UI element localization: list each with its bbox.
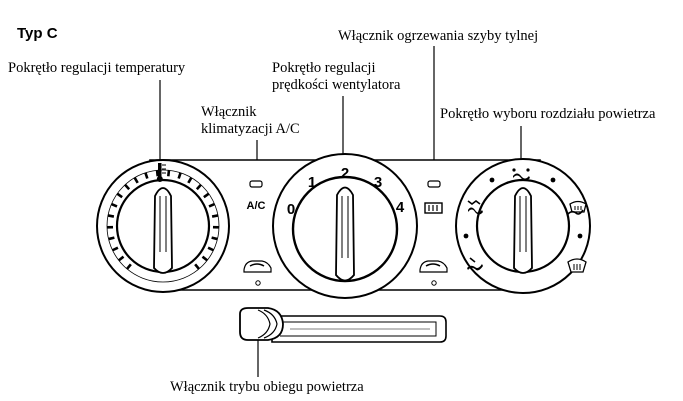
temperature-tick (144, 172, 149, 179)
mode-knob-grip (513, 187, 533, 274)
label-mode-knob: Pokrętło wyboru rozdziału powietrza (440, 106, 656, 122)
thermometer-icon (156, 163, 166, 182)
temperature-tick (108, 236, 115, 241)
label-rear-defrost: Włącznik ogrzewania szyby tylnej (338, 28, 539, 44)
temperature-tick (117, 255, 125, 262)
floor-icon (467, 257, 483, 271)
temperature-tick (211, 236, 218, 241)
temperature-knob[interactable] (96, 159, 230, 293)
recirculation-slider[interactable] (239, 307, 447, 343)
temperature-tick (195, 183, 202, 191)
temperature-tick (207, 246, 215, 252)
page-title: Typ C (17, 25, 58, 42)
temperature-scale (106, 170, 220, 270)
temperature-tick (167, 170, 171, 177)
fan-speed-4: 4 (396, 199, 405, 216)
label-fan-knob-line2: prędkości wentylatora (272, 77, 401, 93)
fan-speed-knob[interactable] (272, 153, 418, 299)
fan-speed-0: 0 (287, 201, 295, 218)
label-ac-switch-line2: klimatyzacji A/C (201, 121, 300, 137)
temperature-tick (107, 214, 115, 218)
ac-indicator-led (249, 180, 263, 188)
temperature-tick (208, 202, 216, 208)
temperature-knob-grip (153, 187, 173, 274)
fan-speed-3: 3 (374, 174, 382, 191)
car-recirc-icon (419, 260, 448, 286)
temperature-tick (116, 192, 123, 199)
temperature-tick (155, 170, 159, 177)
fan-speed-2: 2 (341, 165, 349, 182)
floor-defrost-icon (567, 200, 587, 215)
fan-speed-1: 1 (308, 174, 316, 191)
leader-lines (159, 46, 522, 377)
windshield-defrost-icon (567, 258, 587, 273)
temperature-tick (177, 172, 182, 179)
label-temperature-knob: Pokrętło regulacji temperatury (8, 60, 186, 76)
temperature-tick (203, 192, 210, 199)
fan-knob-grip (335, 186, 355, 282)
slider-handle[interactable] (239, 307, 284, 341)
rear-defrost-icon[interactable] (424, 202, 443, 214)
face-vent-icon (512, 168, 530, 181)
temperature-tick (201, 255, 209, 262)
temperature-tick (124, 183, 131, 191)
temperature-tick (111, 246, 119, 252)
temperature-tick (194, 263, 200, 270)
ac-button-label[interactable]: A/C (247, 200, 266, 212)
label-fan-knob-line1: Pokrętło regulacji (272, 60, 376, 76)
label-recirculation-switch: Włącznik trybu obiegu powietrza (170, 379, 364, 395)
car-recirc-icon (243, 260, 272, 286)
rear-defrost-led (427, 180, 441, 188)
temperature-tick (211, 214, 219, 218)
temperature-tick (126, 263, 132, 270)
label-ac-switch-line1: Włącznik (201, 104, 257, 120)
bilevel-icon (467, 200, 483, 215)
temperature-tick (110, 202, 118, 208)
temperature-tick (187, 177, 193, 184)
air-distribution-knob[interactable] (455, 158, 591, 294)
mode-position-dots (463, 177, 583, 239)
temperature-tick (133, 177, 139, 184)
